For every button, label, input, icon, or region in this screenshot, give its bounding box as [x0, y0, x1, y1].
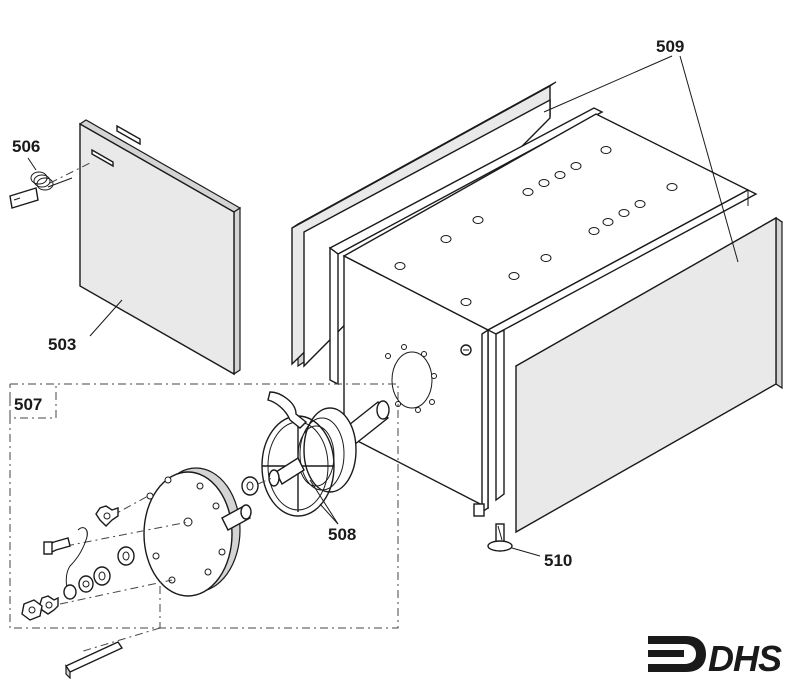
label-509: 509: [656, 37, 684, 56]
part-503-cover-panel: [78, 119, 242, 376]
dhs-logo-text: DHS: [708, 638, 782, 679]
hinge-strip: [64, 641, 124, 680]
label-503: 503: [48, 335, 76, 354]
part-508-wheel-assembly: [241, 391, 390, 517]
part-507-group-outline: [9, 383, 399, 653]
label-510: 510: [544, 551, 572, 570]
part-510-foot-screw: [487, 523, 513, 552]
dhs-logo: DHS: [648, 636, 783, 679]
leader-lines: [27, 55, 739, 557]
part-509-right-side-panel: [514, 216, 784, 534]
part-506-spring-clip: [9, 161, 93, 209]
part-507-flange-hardware: [21, 467, 252, 621]
housing-box: [328, 107, 758, 517]
label-506: 506: [12, 137, 40, 156]
label-507: 507: [14, 395, 42, 414]
label-508: 508: [328, 525, 356, 544]
dhs-logo-mark: [648, 636, 706, 672]
